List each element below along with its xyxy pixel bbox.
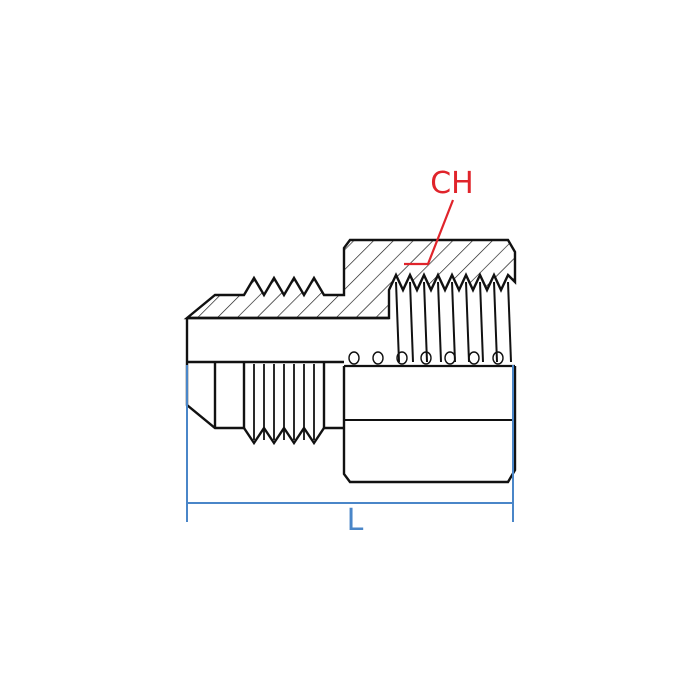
thread-loop [396, 351, 408, 365]
thread-loop [372, 351, 384, 365]
thread-loop [348, 351, 360, 365]
female-thread-flank [493, 281, 498, 363]
female-thread-flank [479, 281, 484, 363]
thread-loop [420, 351, 432, 365]
thread-loop [444, 351, 456, 365]
thread-loop [492, 351, 504, 365]
length-label: L [347, 503, 364, 538]
hex-leader-line [404, 199, 455, 266]
thread-loop [468, 351, 480, 365]
female-thread-flank [465, 281, 470, 363]
section-half [183, 238, 517, 363]
hex-body [342, 366, 517, 484]
female-thread-flank [451, 281, 456, 363]
exterior-half [185, 362, 517, 484]
female-thread-flank [437, 281, 442, 363]
female-thread-flank [507, 281, 512, 363]
hex-label: CH [430, 166, 474, 201]
female-thread-flank [395, 281, 400, 363]
thread-loops [348, 351, 504, 365]
female-thread-flank [409, 281, 414, 363]
section-hatch [183, 238, 517, 320]
hex-callout: CH [404, 166, 474, 266]
female-thread-flank [423, 281, 428, 363]
male-thread-flanks [253, 364, 315, 440]
female-thread-upper [395, 281, 512, 363]
male-thread-bottom [243, 425, 344, 446]
length-dimension [186, 365, 514, 522]
